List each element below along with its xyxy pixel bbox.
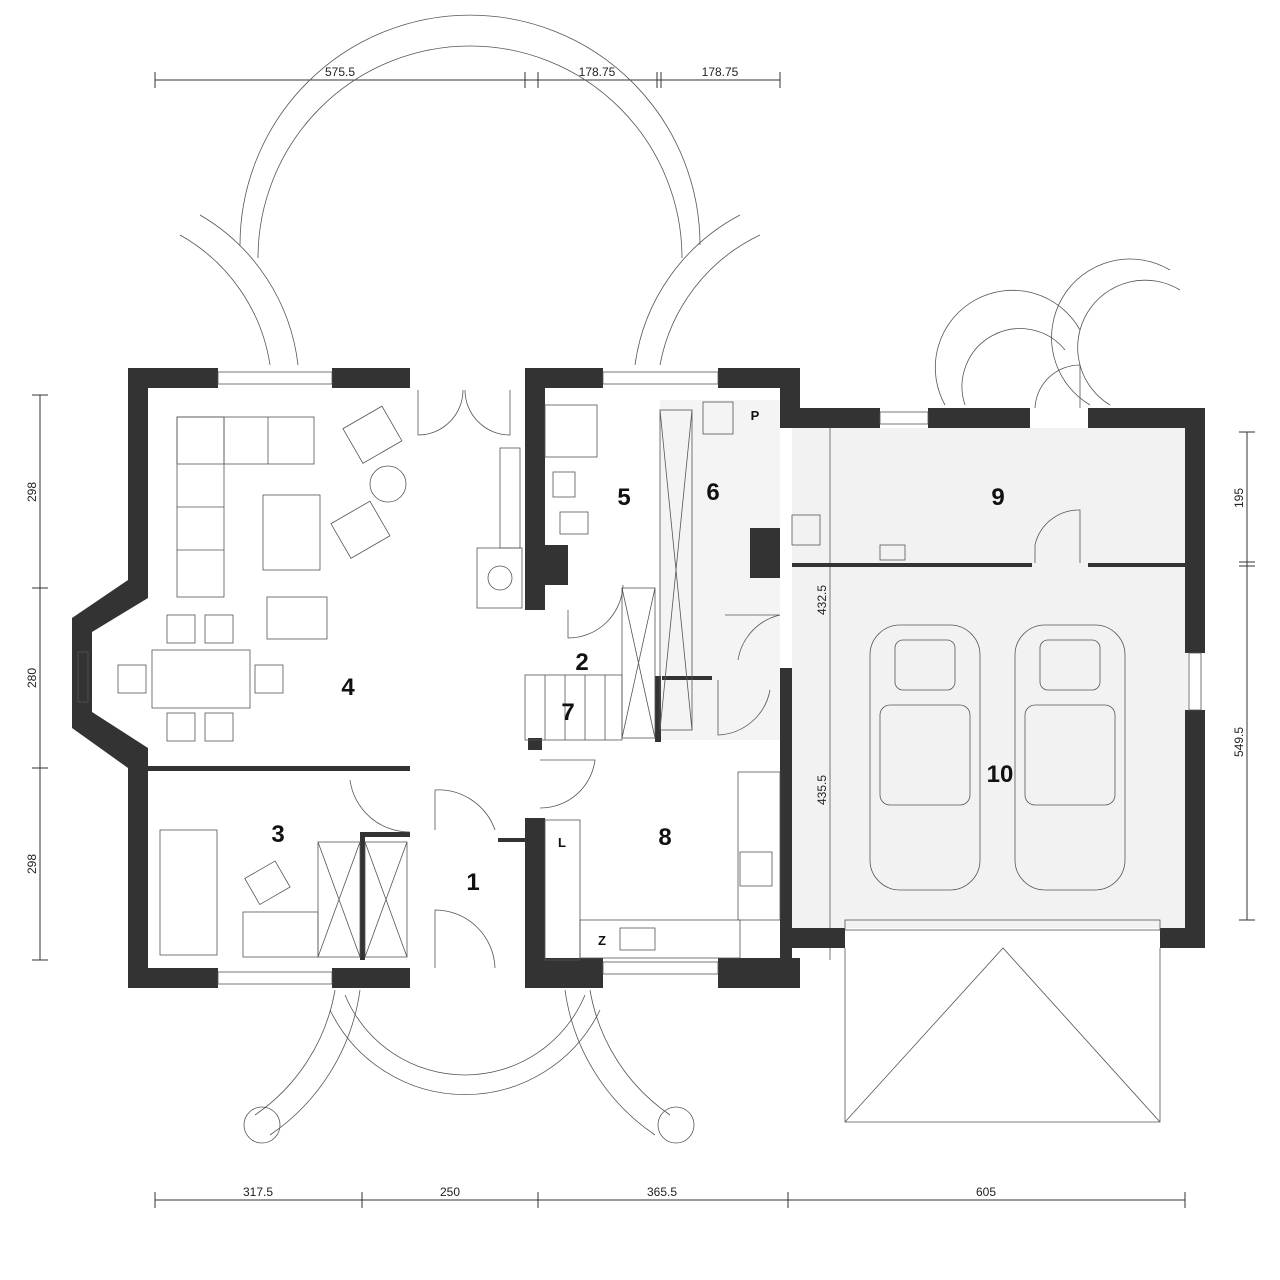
dim-label: 365.5 bbox=[647, 1185, 677, 1199]
furniture bbox=[117, 401, 1161, 1123]
room-2-label: 2 bbox=[575, 649, 588, 676]
dim-label: 298 bbox=[25, 854, 39, 874]
windows bbox=[77, 371, 1202, 985]
walls bbox=[72, 368, 1205, 988]
dim-label: 195 bbox=[1232, 488, 1246, 508]
dim-label: 549.5 bbox=[1232, 727, 1246, 757]
dim-label: 435.5 bbox=[815, 775, 829, 805]
dimension-bottom: 317.5 250 365.5 605 bbox=[154, 1185, 1186, 1208]
room-4-label: 4 bbox=[341, 674, 355, 701]
garden-arcs bbox=[179, 14, 1181, 1144]
pantry-label: P bbox=[751, 408, 760, 423]
room-7-label: 7 bbox=[561, 699, 574, 726]
laundry-label: L bbox=[558, 835, 566, 850]
dim-label: 250 bbox=[440, 1185, 460, 1199]
dim-label: 575.5 bbox=[325, 65, 355, 79]
room-5-label: 5 bbox=[617, 484, 630, 511]
dimension-left: 298 280 298 bbox=[25, 394, 48, 961]
room-1-label: 1 bbox=[466, 869, 479, 896]
dimension-garage-inner: 432.5 435.5 bbox=[815, 428, 831, 960]
room-10-label: 10 bbox=[987, 761, 1014, 788]
room-8-label: 8 bbox=[658, 824, 671, 851]
dim-label: 432.5 bbox=[815, 585, 829, 615]
dimension-right: 195 549.5 bbox=[1232, 431, 1255, 921]
fridge-label: Z bbox=[598, 933, 606, 948]
dim-label: 605 bbox=[976, 1185, 996, 1199]
dim-label: 280 bbox=[25, 668, 39, 688]
doors bbox=[349, 364, 1161, 969]
car-right-icon bbox=[1014, 624, 1126, 891]
dim-label: 317.5 bbox=[243, 1185, 273, 1199]
dim-label: 178.75 bbox=[702, 65, 739, 79]
room-9-label: 9 bbox=[991, 484, 1004, 511]
dimension-top: 575.5 178.75 178.75 bbox=[154, 65, 781, 88]
car-left-icon bbox=[869, 624, 981, 891]
dim-label: 178.75 bbox=[579, 65, 616, 79]
garage-floor bbox=[792, 428, 1188, 928]
room-3-label: 3 bbox=[271, 821, 284, 848]
dim-label: 298 bbox=[25, 482, 39, 502]
room-6-label: 6 bbox=[706, 479, 719, 506]
